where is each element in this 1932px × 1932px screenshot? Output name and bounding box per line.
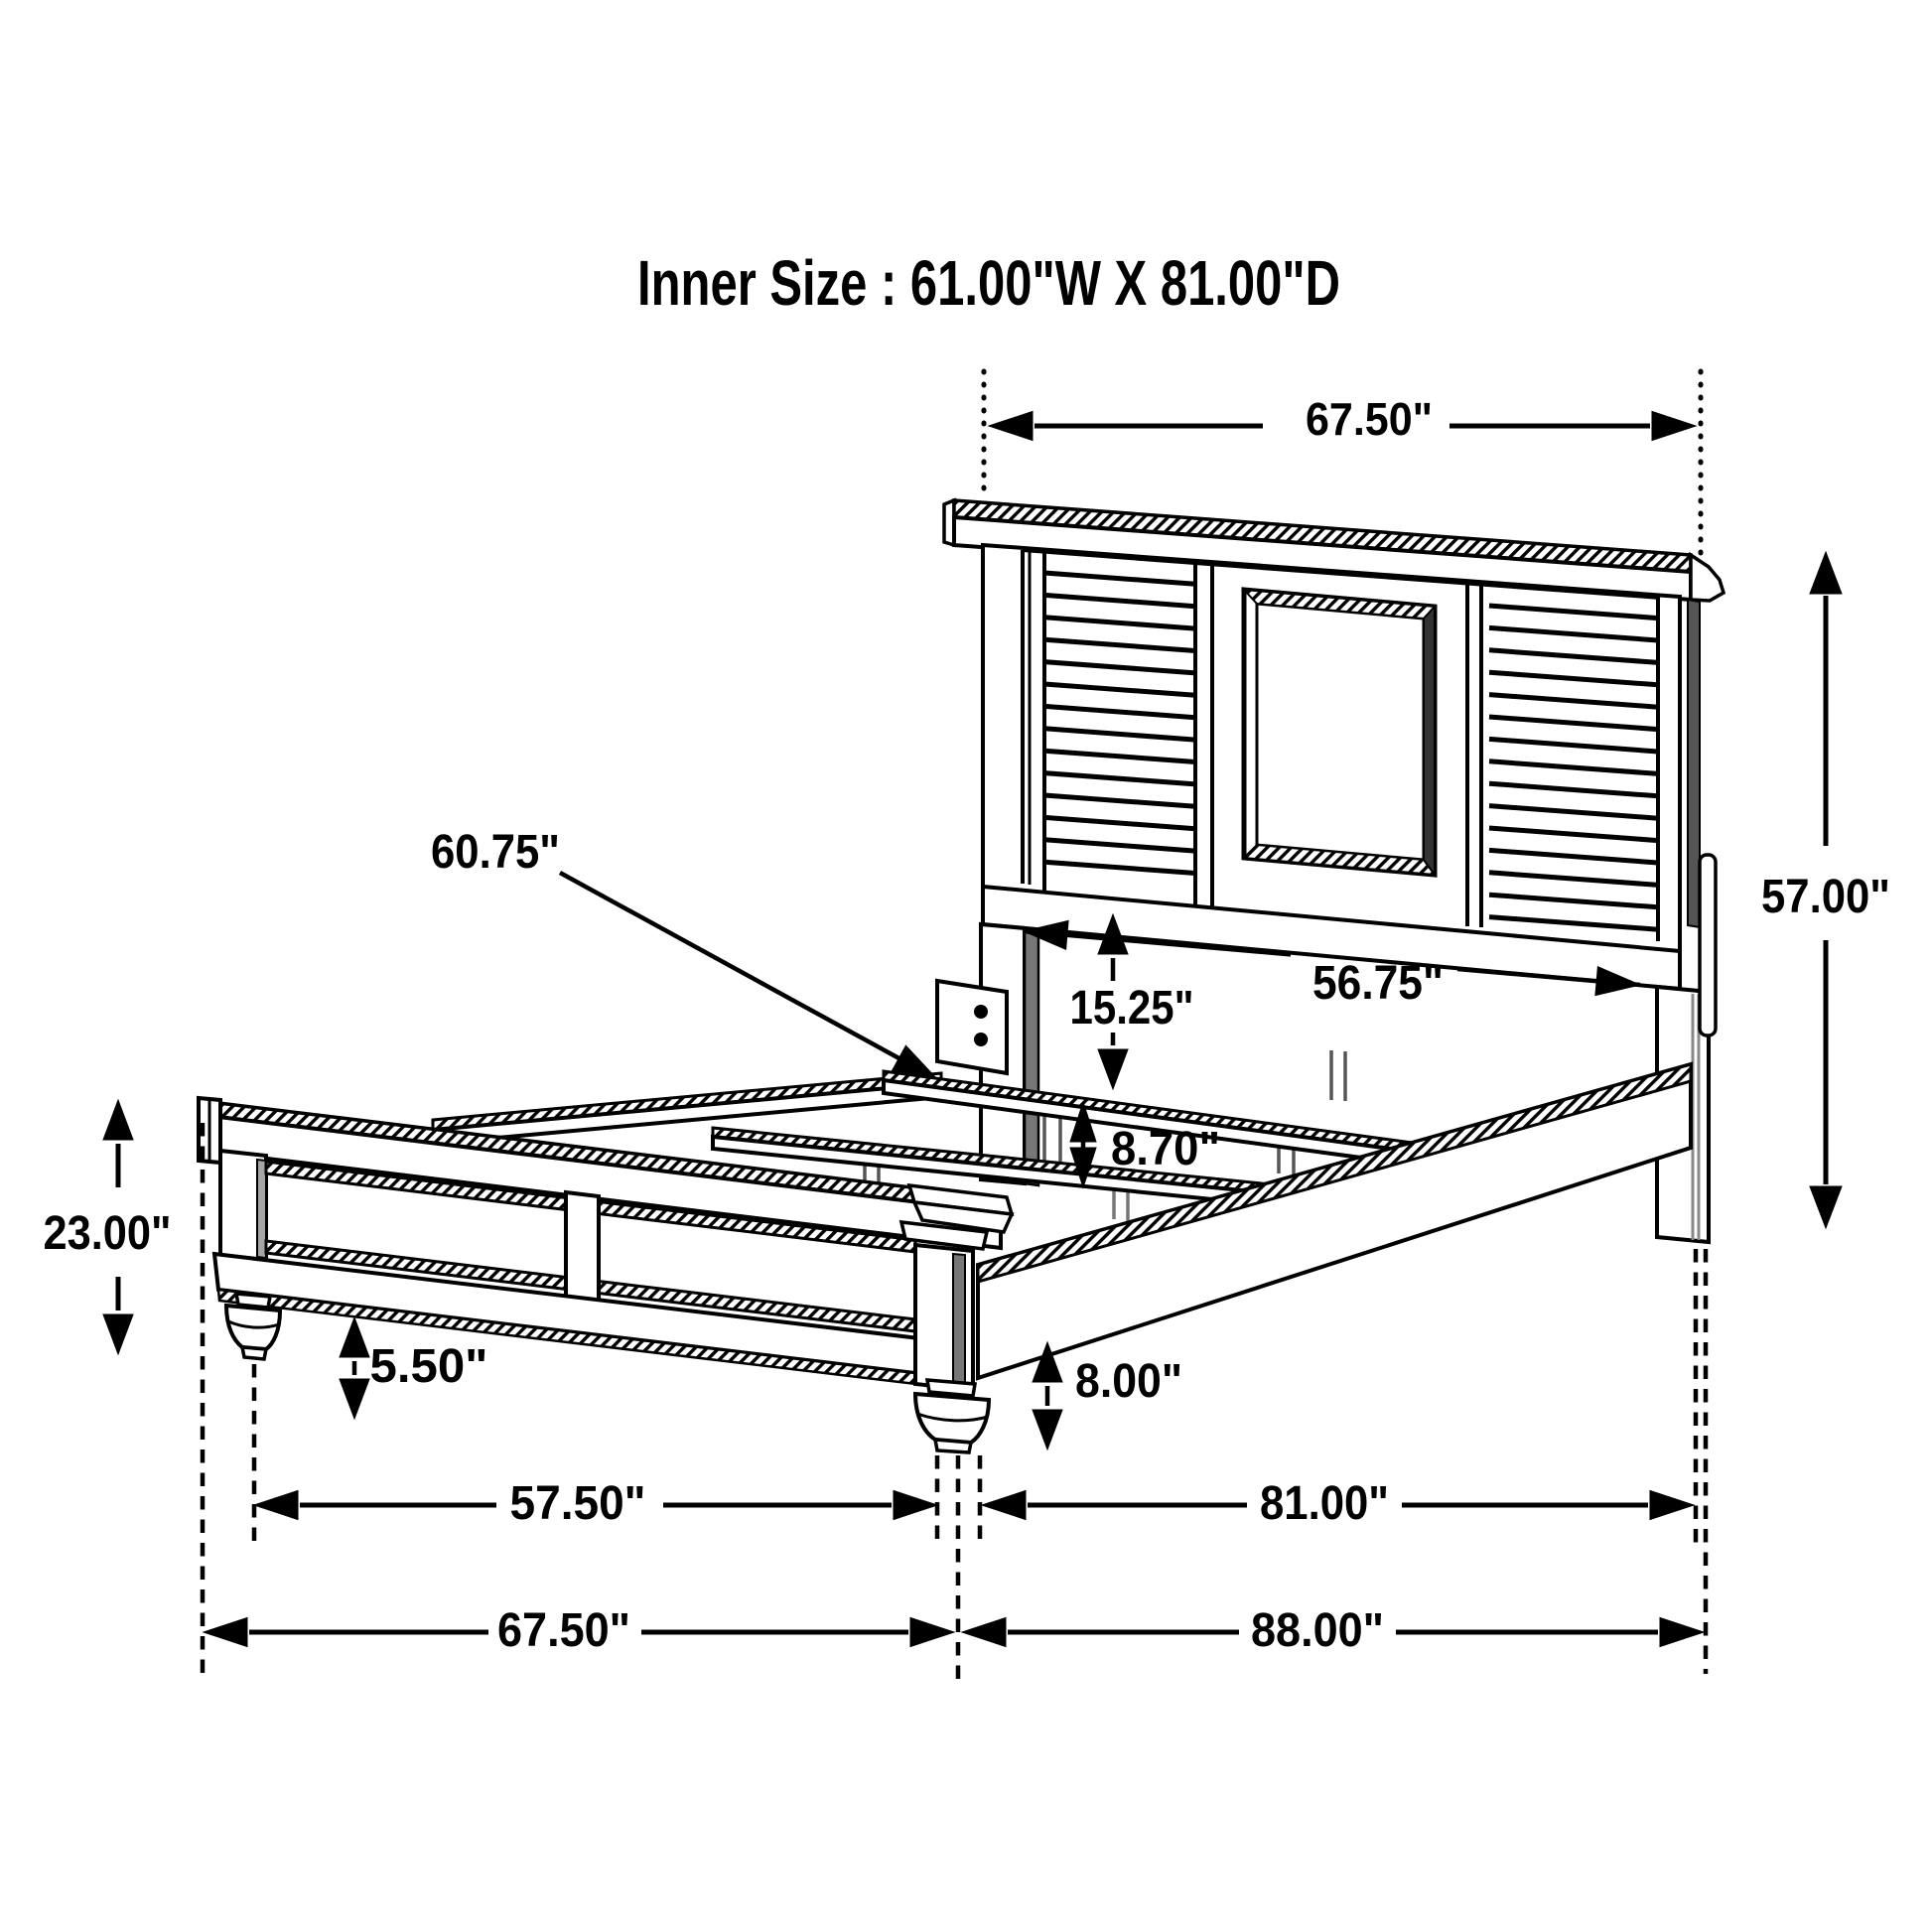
svg-text:60.75": 60.75" xyxy=(431,826,560,879)
svg-text:56.75": 56.75" xyxy=(1312,957,1444,1010)
svg-text:81.00": 81.00" xyxy=(1260,1477,1389,1530)
svg-text:23.00": 23.00" xyxy=(44,1207,172,1260)
svg-text:8.70": 8.70" xyxy=(1111,1123,1220,1175)
svg-text:Inner Size : 61.00"W X 81.00"D: Inner Size : 61.00"W X 81.00"D xyxy=(637,247,1340,319)
svg-text:67.50": 67.50" xyxy=(497,1604,630,1657)
svg-text:88.00": 88.00" xyxy=(1251,1604,1384,1657)
svg-text:57.50": 57.50" xyxy=(510,1477,646,1530)
svg-text:15.25": 15.25" xyxy=(1070,982,1194,1035)
svg-text:57.00": 57.00" xyxy=(1761,871,1890,923)
svg-text:67.50": 67.50" xyxy=(1306,393,1433,445)
svg-text:8.00": 8.00" xyxy=(1075,1355,1182,1408)
svg-text:5.50": 5.50" xyxy=(370,1340,488,1393)
